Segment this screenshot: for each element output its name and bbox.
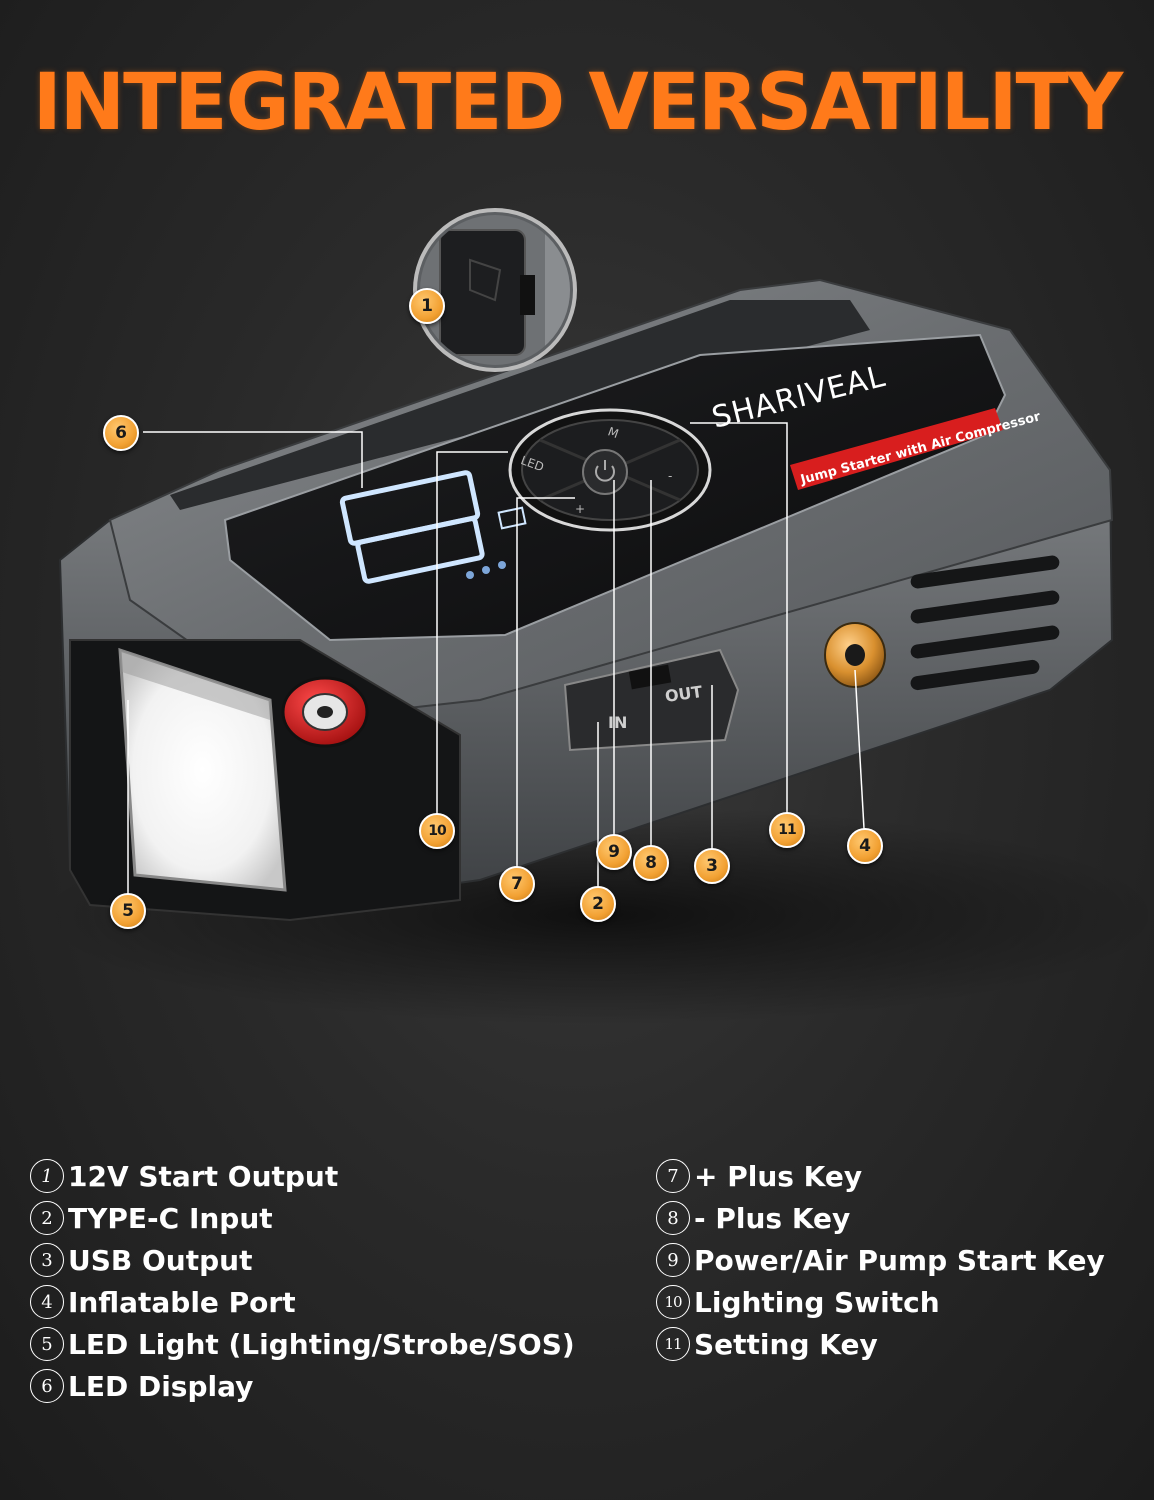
minus-button-label: - [668,469,672,483]
callout-6: 6 [103,415,139,451]
feature-legend: 1 12V Start Output 2 TYPE-C Input 3 USB … [0,1155,1154,1415]
inflatable-port [824,622,886,688]
product-illustration: Jump Starter with Air Compressor SHARIVE… [40,208,1154,1025]
legend-number: 10 [656,1285,690,1319]
legend-label: LED Light (Lighting/Strobe/SOS) [68,1327,575,1361]
legend-label: Lighting Switch [694,1285,940,1319]
legend-item: 5 LED Light (Lighting/Strobe/SOS) [30,1323,575,1365]
legend-item: 4 Inflatable Port [30,1281,575,1323]
legend-right-column: 7 + Plus Key 8 - Plus Key 9 Power/Air Pu… [656,1155,1105,1365]
air-vents [910,555,1060,691]
callout-5: 5 [110,893,146,929]
callout-2: 2 [580,886,616,922]
legend-item: 9 Power/Air Pump Start Key [656,1239,1105,1281]
legend-label: Power/Air Pump Start Key [694,1243,1105,1277]
legend-number: 9 [656,1243,690,1277]
port-in-label: IN [608,713,627,732]
callout-8: 8 [633,845,669,881]
led-display [339,470,527,584]
legend-number: 5 [30,1327,64,1361]
legend-label: - Plus Key [694,1201,851,1235]
callout-11: 11 [769,812,805,848]
page-title: INTEGRATED VERSATILITY [32,58,1123,148]
legend-item: 6 LED Display [30,1365,575,1407]
start-output-port [281,676,369,748]
legend-number: 2 [30,1201,64,1235]
legend-label: USB Output [68,1243,253,1277]
keypad: LED M + - [508,408,712,532]
legend-item: 10 Lighting Switch [656,1281,1105,1323]
legend-number: 6 [30,1369,64,1403]
legend-label: 12V Start Output [68,1159,339,1193]
top-rail [170,300,870,510]
legend-item: 11 Setting Key [656,1323,1105,1365]
legend-number: 7 [656,1159,690,1193]
power-button[interactable] [582,449,628,495]
callout-3: 3 [694,848,730,884]
legend-item: 3 USB Output [30,1239,575,1281]
callout-7: 7 [499,866,535,902]
inset-magnifier [413,208,577,372]
legend-label: Setting Key [694,1327,878,1361]
callout-10: 10 [419,813,455,849]
leader-lines [127,422,866,910]
callout-4: 4 [847,828,883,864]
legend-label: LED Display [68,1369,254,1403]
legend-item: 1 12V Start Output [30,1155,575,1197]
legend-number: 11 [656,1327,690,1361]
callout-1: 1 [409,288,445,324]
plus-button-label: + [575,502,585,516]
legend-item: 8 - Plus Key [656,1197,1105,1239]
legend-number: 3 [30,1243,64,1277]
legend-number: 8 [656,1201,690,1235]
legend-label: + Plus Key [694,1159,863,1193]
legend-label: Inflatable Port [68,1285,296,1319]
setting-button-label: M [606,424,621,441]
legend-item: 2 TYPE-C Input [30,1197,575,1239]
legend-number: 1 [30,1159,64,1193]
callout-9: 9 [596,834,632,870]
product-tag [790,408,1003,490]
legend-label: TYPE-C Input [68,1201,273,1235]
legend-item: 7 + Plus Key [656,1155,1105,1197]
legend-number: 4 [30,1285,64,1319]
legend-left-column: 1 12V Start Output 2 TYPE-C Input 3 USB … [30,1155,575,1407]
